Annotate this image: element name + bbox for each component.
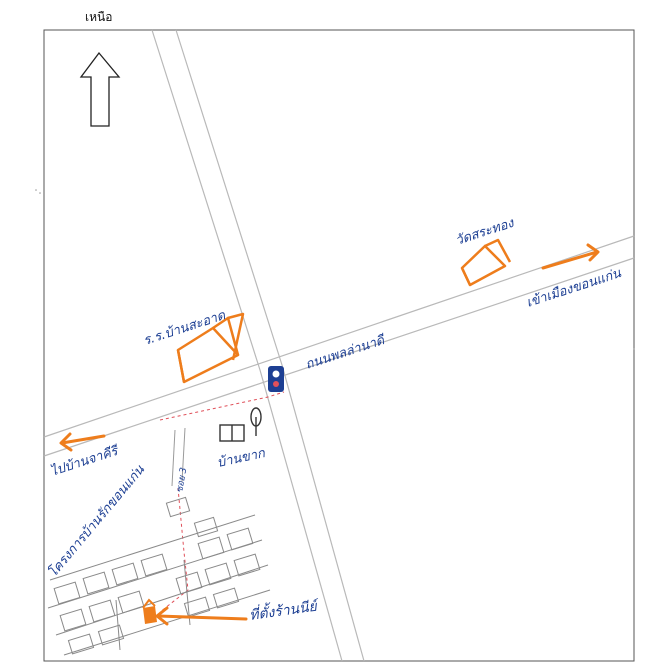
arrow-to-west-icon — [59, 432, 106, 452]
map-frame — [43, 29, 635, 662]
destination-marker-icon — [142, 598, 157, 624]
shop-tree-icon — [219, 407, 262, 442]
market-label: บ้านขาก — [216, 446, 268, 471]
temple-label: วัดสระทอง — [454, 215, 518, 248]
north-arrow-icon — [79, 51, 121, 127]
temple-building-icon — [460, 238, 512, 287]
school-building-icon — [176, 312, 245, 384]
scan-marks — [35, 189, 635, 350]
to-khonkaen-label: เข้าเมืองขอนแก่น — [525, 266, 624, 311]
east-west-road — [43, 235, 635, 457]
to-west-label: ไปบ้านจาคีรี — [48, 442, 121, 479]
road-label: ถนนพลล่านาดี — [303, 332, 388, 373]
north-label: เหนือ — [85, 10, 113, 24]
route-dashed — [159, 391, 285, 613]
north-south-road — [151, 29, 365, 662]
destination-label: ที่ตั้งร้านนีย์ — [248, 595, 321, 624]
arrow-to-khonkaen-icon — [541, 243, 600, 270]
soi-road — [171, 427, 186, 487]
housing-estate-sketch — [47, 496, 271, 656]
traffic-light-icon — [268, 366, 284, 392]
soi-label: ซอย 3 — [175, 467, 189, 494]
arrow-to-destination-icon — [155, 606, 248, 626]
